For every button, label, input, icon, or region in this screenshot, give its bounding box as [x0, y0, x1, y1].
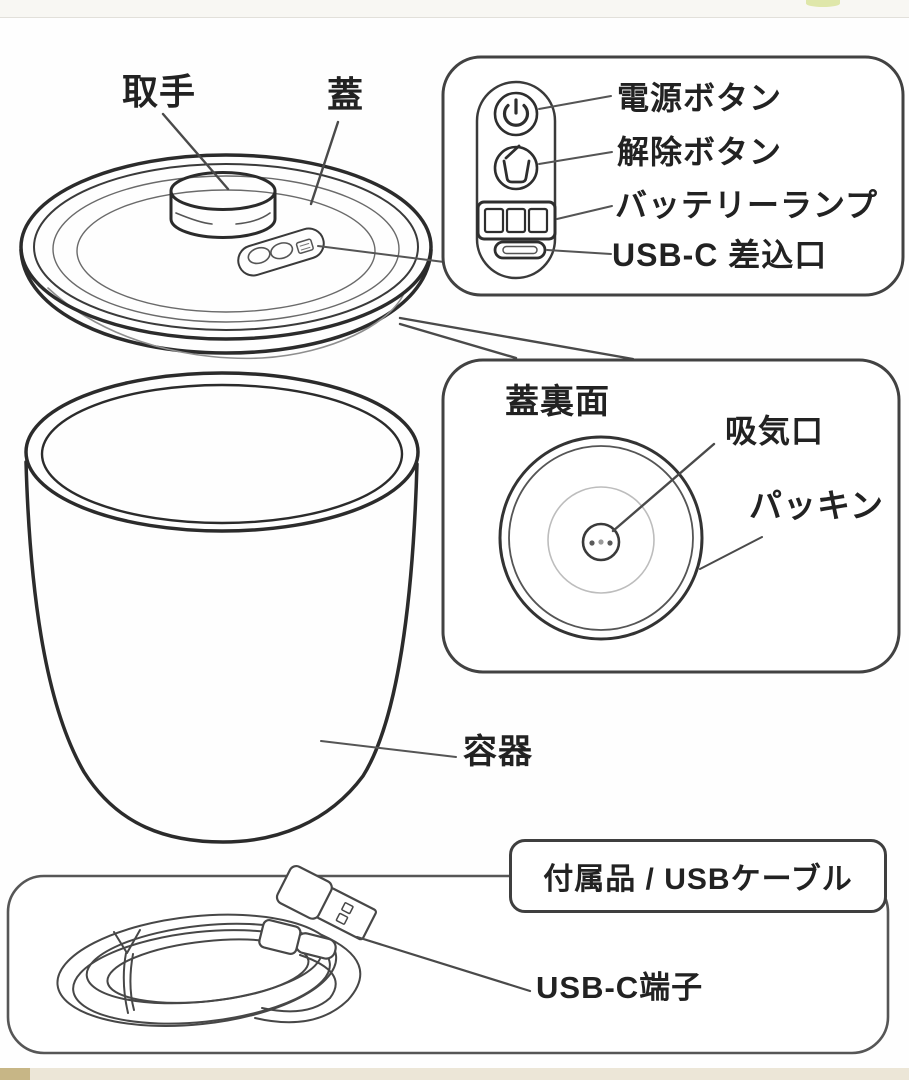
usbc-leader-line — [546, 249, 612, 255]
air-intake-hole — [581, 522, 621, 562]
lid-back-title: 蓋裏面 — [505, 383, 610, 421]
battery-lamp-icon — [476, 200, 557, 241]
air-intake-label: 吸気口 — [725, 413, 825, 449]
control-panel-callout — [441, 55, 905, 297]
accessory-panel — [6, 864, 890, 1055]
packing-leader-line — [699, 536, 763, 570]
usbc-terminal-label: USB-C端子 — [536, 970, 704, 1005]
lid-back-callout — [441, 358, 901, 674]
usbc-plug — [258, 918, 337, 960]
bottom-corner-accent — [0, 1068, 30, 1080]
air-intake-leader-line — [611, 442, 716, 533]
terminal-leader-line — [355, 935, 532, 993]
release-leader-line — [538, 151, 613, 165]
power-button-label: 電源ボタン — [617, 80, 783, 116]
top-strip — [0, 0, 909, 18]
battery-leader-line — [556, 205, 613, 220]
usbc-port-icon — [493, 240, 547, 260]
container-leader-line — [320, 740, 457, 758]
power-leader-line — [538, 95, 612, 110]
lid-leader-line — [309, 120, 340, 206]
usb-a-plug — [275, 864, 377, 941]
power-icon — [493, 91, 539, 137]
green-blob-decoration — [806, 0, 840, 7]
packing-ring — [508, 445, 694, 631]
usb-cable-drawing — [56, 864, 377, 1027]
lid-label: 蓋 — [327, 74, 365, 115]
release-icon — [493, 144, 539, 191]
handle-knob — [169, 171, 277, 239]
bottom-strip — [0, 1068, 909, 1080]
battery-lamp-label: バッテリーランプ — [615, 187, 879, 223]
usbc-port-label: USB-C 差込口 — [612, 237, 828, 273]
cable-tie — [113, 929, 141, 1014]
accessory-title-box: 付属品 / USBケーブル — [509, 839, 887, 913]
handle-label: 取手 — [122, 71, 197, 112]
lid-back-circle — [498, 435, 704, 641]
handle-leader-line — [161, 112, 230, 191]
control-panel-pointer-line — [317, 245, 445, 263]
release-button-label: 解除ボタン — [617, 134, 783, 170]
packing-label: パッキン — [749, 487, 885, 524]
lid-drawing — [19, 153, 433, 360]
lid-control-panel — [237, 227, 325, 277]
accessory-title: 付属品 / USBケーブル — [543, 863, 853, 896]
container-drawing — [24, 371, 420, 844]
container-label: 容器 — [463, 733, 533, 771]
lid-back-pointer-lines — [398, 316, 635, 361]
